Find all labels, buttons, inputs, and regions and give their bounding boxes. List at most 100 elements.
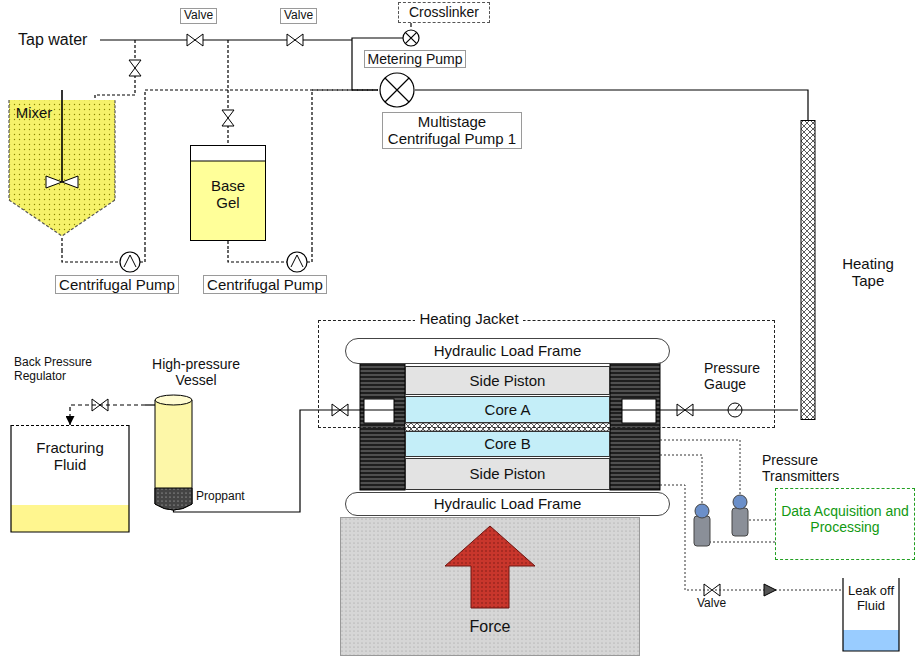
- tape-symbol: [801, 121, 815, 420]
- node-label: Centrifugal Pump: [55, 275, 179, 294]
- pump-symbol: [287, 252, 307, 272]
- cell-body: [622, 399, 656, 423]
- pipe-connector: [227, 241, 228, 250]
- pump-symbol: [124, 255, 136, 267]
- pump-symbol: [62, 250, 120, 262]
- valve-symbol: [287, 34, 303, 46]
- acquisition-box: Data Acquisition and Processing: [775, 488, 915, 560]
- tank-symbol: [191, 161, 266, 241]
- tank-symbol: [11, 425, 129, 532]
- node-label: Multistage Centrifugal Pump 1: [382, 112, 522, 149]
- node-label: Core B: [484, 435, 531, 452]
- gauge-label: Pressure Gauge: [704, 360, 774, 392]
- load-frame: Hydraulic Load Frame: [345, 492, 670, 516]
- pipe-connector: [410, 23, 411, 28]
- node-label: Side Piston: [470, 372, 546, 389]
- pipe-connector: [70, 405, 145, 425]
- cell-body: [405, 423, 610, 431]
- centrifugal-pump: Centrifugal Pump: [45, 250, 190, 300]
- pipe-connector: [61, 238, 62, 250]
- tank-symbol: [11, 505, 129, 532]
- tank-symbol: [61, 90, 63, 182]
- valve-symbol: [222, 110, 234, 126]
- force-box: Force: [340, 517, 640, 656]
- pump-symbol: [291, 255, 303, 267]
- pump-symbol: [385, 78, 409, 102]
- pump-symbol: [228, 250, 287, 262]
- node-label: Hydraulic Load Frame: [434, 342, 582, 359]
- node-label: Metering Pump: [364, 50, 467, 68]
- node-label: Core A: [485, 401, 531, 418]
- pump-symbol: [307, 250, 312, 262]
- pump-symbol: [140, 250, 145, 262]
- centrifugal-pump: Centrifugal Pump: [195, 250, 335, 300]
- tap-water-line: [100, 39, 352, 40]
- pressure-transmitter: [694, 495, 748, 546]
- node-label: Mixer: [16, 104, 53, 121]
- pressure-transmitter: [695, 504, 709, 518]
- node-label: Fracturing Fluid: [24, 439, 116, 474]
- cell-body: [360, 362, 660, 490]
- container-symbol: [843, 578, 899, 651]
- pump-symbol: [360, 37, 403, 38]
- valve-label: Valve: [697, 597, 726, 611]
- signal-line: [660, 440, 740, 496]
- pump-symbol: [380, 73, 414, 107]
- regulator-label: Back Pressure Regulator: [14, 356, 114, 384]
- pressure-transmitter: [733, 495, 747, 509]
- core-sample: Core B: [405, 431, 610, 457]
- tap-water-line: [95, 40, 135, 100]
- node-label: Leak off Fluid: [844, 584, 898, 614]
- base-gel-tank: Base Gel: [190, 145, 266, 241]
- tap-water-line: [95, 40, 352, 145]
- heating-tape: Heating Tape: [798, 120, 910, 420]
- vessel-symbol: [155, 488, 192, 510]
- pipe-connector: [610, 409, 798, 410]
- valve-symbol: [92, 34, 720, 596]
- side-piston: Side Piston: [405, 458, 610, 490]
- vessel-symbol: [174, 510, 248, 512]
- node-label: Data Acquisition and Processing: [778, 503, 912, 535]
- container-symbol: [843, 630, 899, 651]
- pump-symbol: [415, 89, 526, 90]
- mixer-tank: Mixer: [8, 88, 116, 238]
- leak-off-container: Leak off Fluid: [842, 578, 900, 652]
- fluid-tank: Fracturing Fluid: [10, 425, 130, 533]
- node-label: Base Gel: [203, 177, 253, 212]
- tap-water-line: [227, 40, 228, 145]
- node-label: High-pressure Vessel: [147, 356, 245, 388]
- node-label: Centrifugal Pump: [203, 275, 327, 294]
- node-label: Crosslinker: [409, 4, 479, 20]
- pressure-transmitter: [694, 516, 710, 546]
- multistage-pump: Multistage Centrifugal Pump 1: [378, 72, 526, 154]
- signal-line: [660, 440, 775, 542]
- leak-off-line: [764, 584, 776, 596]
- signal-line: [748, 520, 775, 521]
- node-label: Hydraulic Load Frame: [434, 495, 582, 512]
- tank-symbol: [11, 425, 129, 426]
- dashed-box: Crosslinker: [398, 2, 490, 23]
- vessel-symbol: [155, 395, 192, 405]
- pressure-transmitter: [732, 508, 748, 536]
- valve-label: Valve: [180, 8, 217, 24]
- load-frame: Hydraulic Load Frame: [345, 338, 670, 364]
- node-label: Force: [470, 618, 511, 636]
- node-label: Side Piston: [470, 465, 546, 482]
- pressure-gauge-symbol: [735, 405, 739, 410]
- metering-pump: Metering Pump: [360, 28, 470, 76]
- valve-symbol: [187, 34, 203, 46]
- force-arrow: [341, 518, 639, 655]
- side-piston: Side Piston: [405, 366, 610, 395]
- node-label: Heating Jacket: [415, 310, 522, 327]
- signal-line: [710, 542, 775, 543]
- force-arrow: [445, 526, 535, 608]
- pipe-connector: [312, 90, 378, 250]
- pipe-connector: [526, 90, 808, 120]
- pump-symbol: [405, 32, 416, 43]
- cell-body: [360, 362, 405, 490]
- pipe-connector: [145, 90, 378, 250]
- cell-body: [364, 399, 394, 423]
- tank-symbol: [191, 146, 266, 241]
- vessel-symbol: [155, 400, 192, 510]
